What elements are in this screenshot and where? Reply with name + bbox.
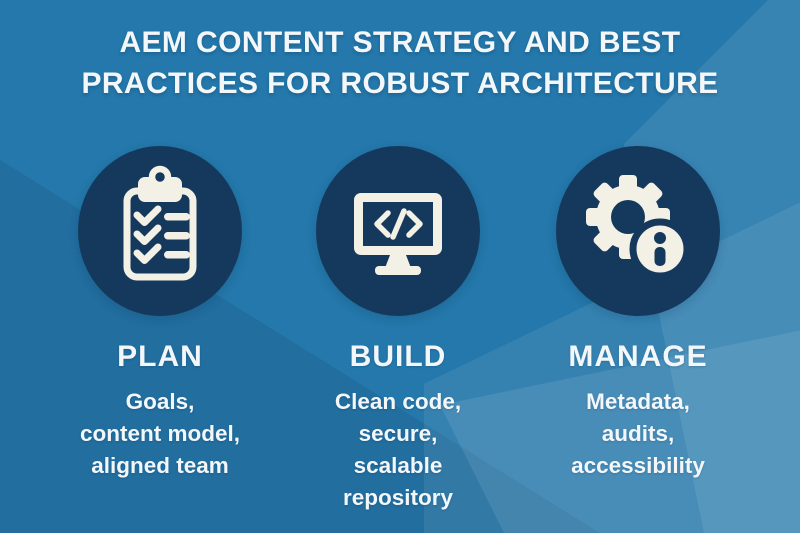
manage-description: Metadata, audits, accessibility <box>518 386 758 482</box>
build-line: scalable <box>353 453 443 478</box>
plan-heading: PLAN <box>117 340 203 373</box>
manage-heading: MANAGE <box>568 340 708 373</box>
gear-info-icon <box>586 175 691 280</box>
plan-line: aligned team <box>91 453 229 478</box>
clipboard-checklist-icon <box>123 165 197 281</box>
build-line: repository <box>342 485 454 510</box>
page-title-line2: PRACTICES FOR ROBUST ARCHITECTURE <box>81 67 719 100</box>
build-line: Clean code, <box>334 389 462 414</box>
column-plan: PLAN Goals, content model, aligned team <box>40 146 280 482</box>
plan-line: Goals, <box>125 389 195 414</box>
column-manage: MANAGE Metadata, audits, accessibility <box>518 146 758 482</box>
build-heading: BUILD <box>349 340 447 373</box>
manage-line: Metadata, <box>586 389 690 414</box>
page-title-line1: AEM CONTENT STRATEGY AND BEST <box>119 26 681 59</box>
manage-line: accessibility <box>571 453 705 478</box>
build-line: secure, <box>358 421 438 446</box>
manage-icon-circle <box>556 146 720 316</box>
column-build: BUILD Clean code, secure, scalable repos… <box>286 146 510 514</box>
build-description: Clean code, secure, scalable repository <box>286 386 510 514</box>
plan-line: content model, <box>79 421 240 446</box>
build-icon-circle <box>316 146 480 316</box>
manage-line: audits, <box>601 421 675 446</box>
plan-icon-circle <box>78 146 242 316</box>
page-title: AEM CONTENT STRATEGY AND BEST PRACTICES … <box>0 22 800 104</box>
code-monitor-icon <box>354 193 442 275</box>
plan-description: Goals, content model, aligned team <box>40 386 280 482</box>
